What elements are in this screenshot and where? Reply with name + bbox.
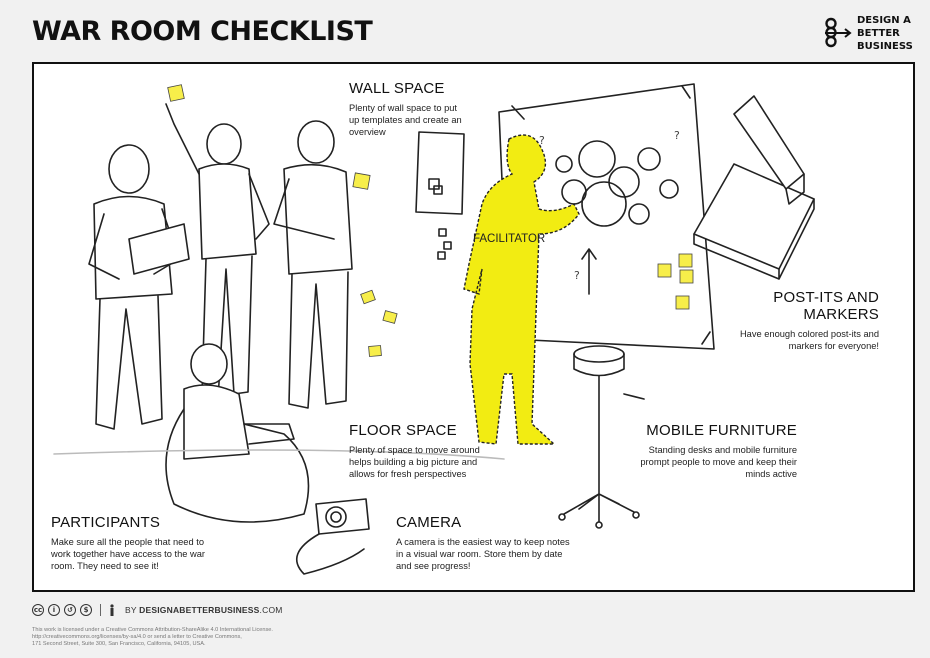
brand-line: BUSINESS — [857, 41, 913, 52]
camera-drawing — [295, 498, 370, 575]
mobile-stool — [558, 345, 645, 529]
person-icon — [110, 604, 114, 616]
brand-text: DESIGN A BETTER BUSINESS — [857, 14, 913, 53]
floor-space-section: FLOOR SPACE Plenty of space to move arou… — [349, 422, 499, 480]
brand-logo[interactable]: DESIGN A BETTER BUSINESS — [823, 14, 913, 56]
mobile-furniture-section: MOBILE FURNITURE Standing desks and mobi… — [632, 422, 797, 480]
post-it-pad-and-marker — [693, 95, 815, 280]
wall-space-title: WALL SPACE — [349, 80, 445, 97]
brand-line: BETTER — [857, 28, 900, 39]
sticky-notes — [167, 84, 694, 357]
participants-title: PARTICIPANTS — [51, 514, 161, 531]
facilitator-figure — [463, 134, 580, 445]
participant-bald — [88, 144, 190, 430]
svg-text:?: ? — [674, 129, 680, 142]
wall-space-text: Plenty of wall space to put up templates… — [349, 103, 462, 137]
page-title: WAR ROOM CHECKLIST — [32, 16, 373, 47]
post-its-text: Have enough colored post-its and markers… — [739, 329, 879, 351]
participant-sitting — [165, 343, 310, 523]
participant-ponytail — [165, 103, 270, 400]
svg-text:?: ? — [574, 269, 580, 282]
post-its-section: POST-ITS AND MARKERS Have enough colored… — [724, 289, 879, 352]
participants-section: PARTICIPANTS Make sure all the people th… — [51, 514, 226, 572]
participant-writing — [273, 120, 353, 409]
license-line[interactable]: http://creativecommons.org/licenses/by-s… — [32, 634, 242, 640]
floor-space-text: Plenty of space to move around helps bui… — [349, 445, 480, 479]
mobile-furniture-title: MOBILE FURNITURE — [646, 422, 797, 439]
share-alike-icon[interactable]: ↺ — [64, 604, 76, 616]
war-room-illustration: ??? — [53, 83, 815, 575]
participants-text: Make sure all the people that need to wo… — [51, 537, 205, 571]
byline-suffix: .COM — [259, 605, 283, 615]
byline-brand: DESIGNABETTERBUSINESS — [139, 605, 260, 615]
svg-text:?: ? — [539, 134, 545, 147]
footer-byline[interactable]: BY DESIGNABETTERBUSINESS.COM — [125, 605, 283, 615]
attribution-icon[interactable]: i — [48, 604, 60, 616]
illustration-frame: ??? FACILITATOR WALL SPACE Plenty of wal… — [32, 62, 915, 592]
footer-divider — [100, 604, 101, 616]
noncommercial-icon[interactable]: $ — [80, 604, 92, 616]
facilitator-label: FACILITATOR — [473, 233, 546, 245]
footer-license-icons: cc i ↺ $ BY DESIGNABETTERBUSINESS.COM — [32, 603, 283, 617]
camera-text: A camera is the easiest way to keep note… — [396, 537, 570, 571]
byline-prefix: BY — [125, 605, 140, 615]
license-line: This work is licensed under a Creative C… — [32, 627, 273, 633]
floor-space-title: FLOOR SPACE — [349, 422, 457, 439]
creative-commons-icon[interactable]: cc — [32, 604, 44, 616]
license-text: This work is licensed under a Creative C… — [32, 627, 392, 648]
mobile-furniture-text: Standing desks and mobile furniture prom… — [640, 445, 797, 479]
post-its-title: POST-ITS AND MARKERS — [773, 289, 879, 323]
wall-space-section: WALL SPACE Plenty of wall space to put u… — [349, 80, 469, 138]
camera-section: CAMERA A camera is the easiest way to ke… — [396, 514, 576, 572]
license-line: 171 Second Street, Suite 300, San Franci… — [32, 641, 206, 647]
brand-line: DESIGN A — [857, 15, 911, 26]
brand-logo-icon — [825, 17, 852, 48]
whiteboard — [415, 83, 715, 350]
camera-title: CAMERA — [396, 514, 462, 531]
